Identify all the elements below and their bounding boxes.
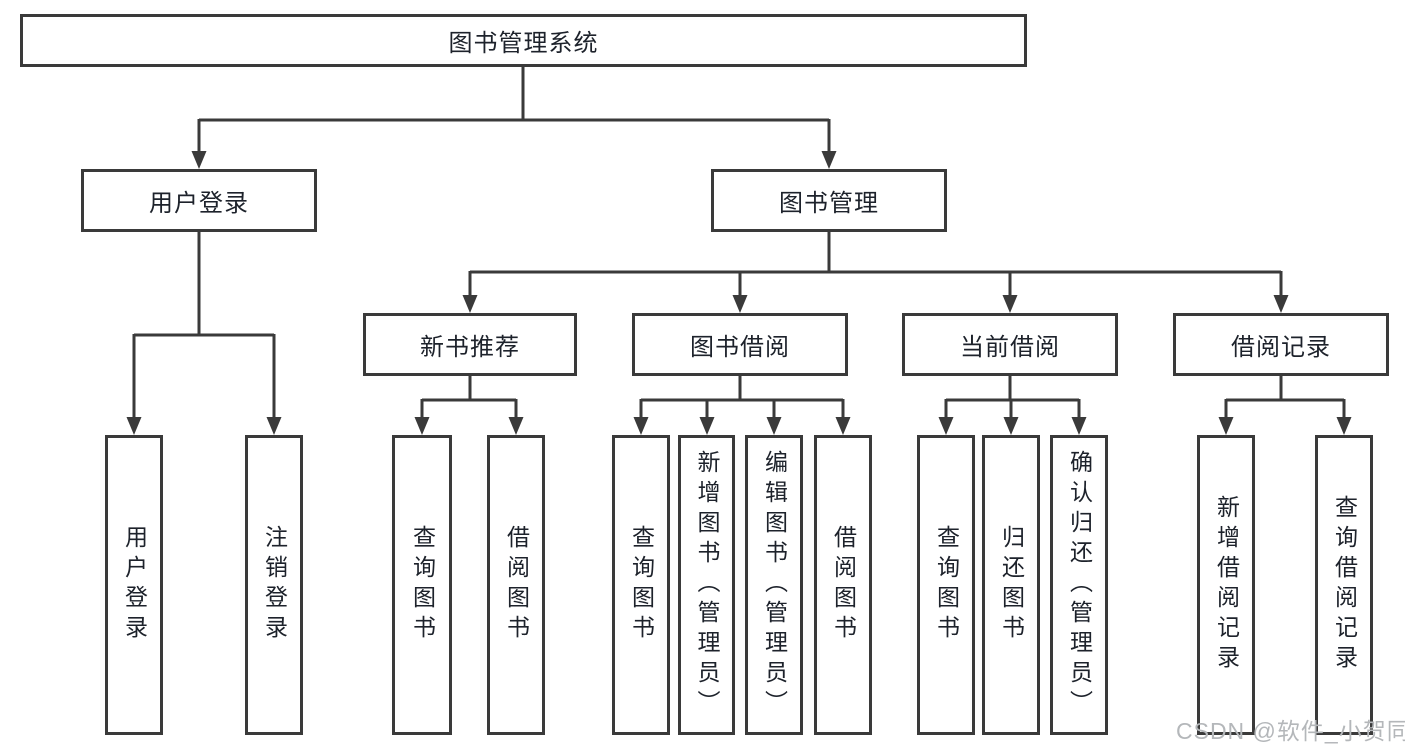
node-user-login: 用户登录 (81, 169, 317, 232)
connector-arrowhead (126, 417, 142, 435)
node-book-borrowing: 图书借阅 (632, 313, 848, 376)
connector-arrowhead (414, 417, 430, 435)
node-label: 图书管理系统 (448, 30, 599, 57)
connector (468, 230, 1283, 297)
watermark: CSDN @软件_小贺同学 (1176, 718, 1405, 744)
connector-arrowhead (191, 151, 207, 169)
node-label: 当前借阅 (960, 334, 1060, 361)
node-borrow-books-2: 借阅图书 (814, 435, 872, 735)
node-query-borrow-record: 查询借阅记录 (1315, 435, 1373, 735)
node-label: 编辑图书（管理员） (761, 450, 788, 720)
connector-arrowhead (1002, 295, 1018, 313)
node-label: 查询借阅记录 (1331, 495, 1358, 675)
node-user-login-leaf: 用户登录 (105, 435, 163, 735)
connector (639, 374, 845, 419)
node-label: 新书推荐 (420, 334, 520, 361)
node-return-books: 归还图书 (982, 435, 1040, 735)
connector-arrowhead (1218, 417, 1234, 435)
node-query-books-3: 查询图书 (917, 435, 975, 735)
connector-arrowhead (1273, 295, 1289, 313)
node-borrow-books-1: 借阅图书 (487, 435, 545, 735)
connector-arrowhead (766, 417, 782, 435)
connector-arrowhead (462, 295, 478, 313)
connector-arrowhead (1336, 417, 1352, 435)
connector (420, 374, 518, 419)
connector-arrowhead (508, 417, 524, 435)
node-edit-books-admin: 编辑图书（管理员） (745, 435, 803, 735)
node-book-management: 图书管理 (711, 169, 947, 232)
node-label: 新增借阅记录 (1213, 495, 1240, 675)
connector-arrowhead (1071, 417, 1087, 435)
connector-arrowhead (633, 417, 649, 435)
node-query-books-2: 查询图书 (612, 435, 670, 735)
node-label: 图书借阅 (690, 334, 790, 361)
node-logout: 注销登录 (245, 435, 303, 735)
connector (197, 66, 831, 153)
node-label: 注销登录 (261, 525, 288, 645)
connector-arrowhead (938, 417, 954, 435)
node-label: 图书管理 (779, 190, 879, 217)
node-label: 借阅图书 (830, 525, 857, 645)
node-label: 用户登录 (149, 190, 249, 217)
connector-arrowhead (732, 295, 748, 313)
connector-arrowhead (266, 417, 282, 435)
node-label: 归还图书 (998, 525, 1025, 645)
connector (132, 230, 276, 419)
connector-arrowhead (821, 151, 837, 169)
node-label: 查询图书 (933, 525, 960, 645)
node-book-management-system: 图书管理系统 (20, 14, 1027, 67)
node-label: 新增图书（管理员） (694, 450, 720, 720)
node-label: 借阅记录 (1231, 334, 1331, 361)
node-new-book-recommendation: 新书推荐 (363, 313, 577, 376)
connector-arrowhead (1003, 417, 1019, 435)
node-label: 查询图书 (628, 525, 655, 645)
node-label: 用户登录 (121, 525, 148, 645)
node-add-borrow-record: 新增借阅记录 (1197, 435, 1255, 735)
node-borrowing-records: 借阅记录 (1173, 313, 1389, 376)
node-query-books-1: 查询图书 (392, 435, 452, 735)
node-label: 借阅图书 (503, 525, 530, 645)
node-add-books-admin: 新增图书（管理员） (678, 435, 735, 735)
node-current-borrowing: 当前借阅 (902, 313, 1118, 376)
connector-arrowhead (699, 417, 715, 435)
node-label: 查询图书 (409, 525, 436, 645)
connector (1224, 374, 1346, 419)
node-label: 确认归还（管理员） (1066, 450, 1093, 720)
node-confirm-return-admin: 确认归还（管理员） (1050, 435, 1108, 735)
connector (944, 374, 1081, 419)
connector-arrowhead (835, 417, 851, 435)
